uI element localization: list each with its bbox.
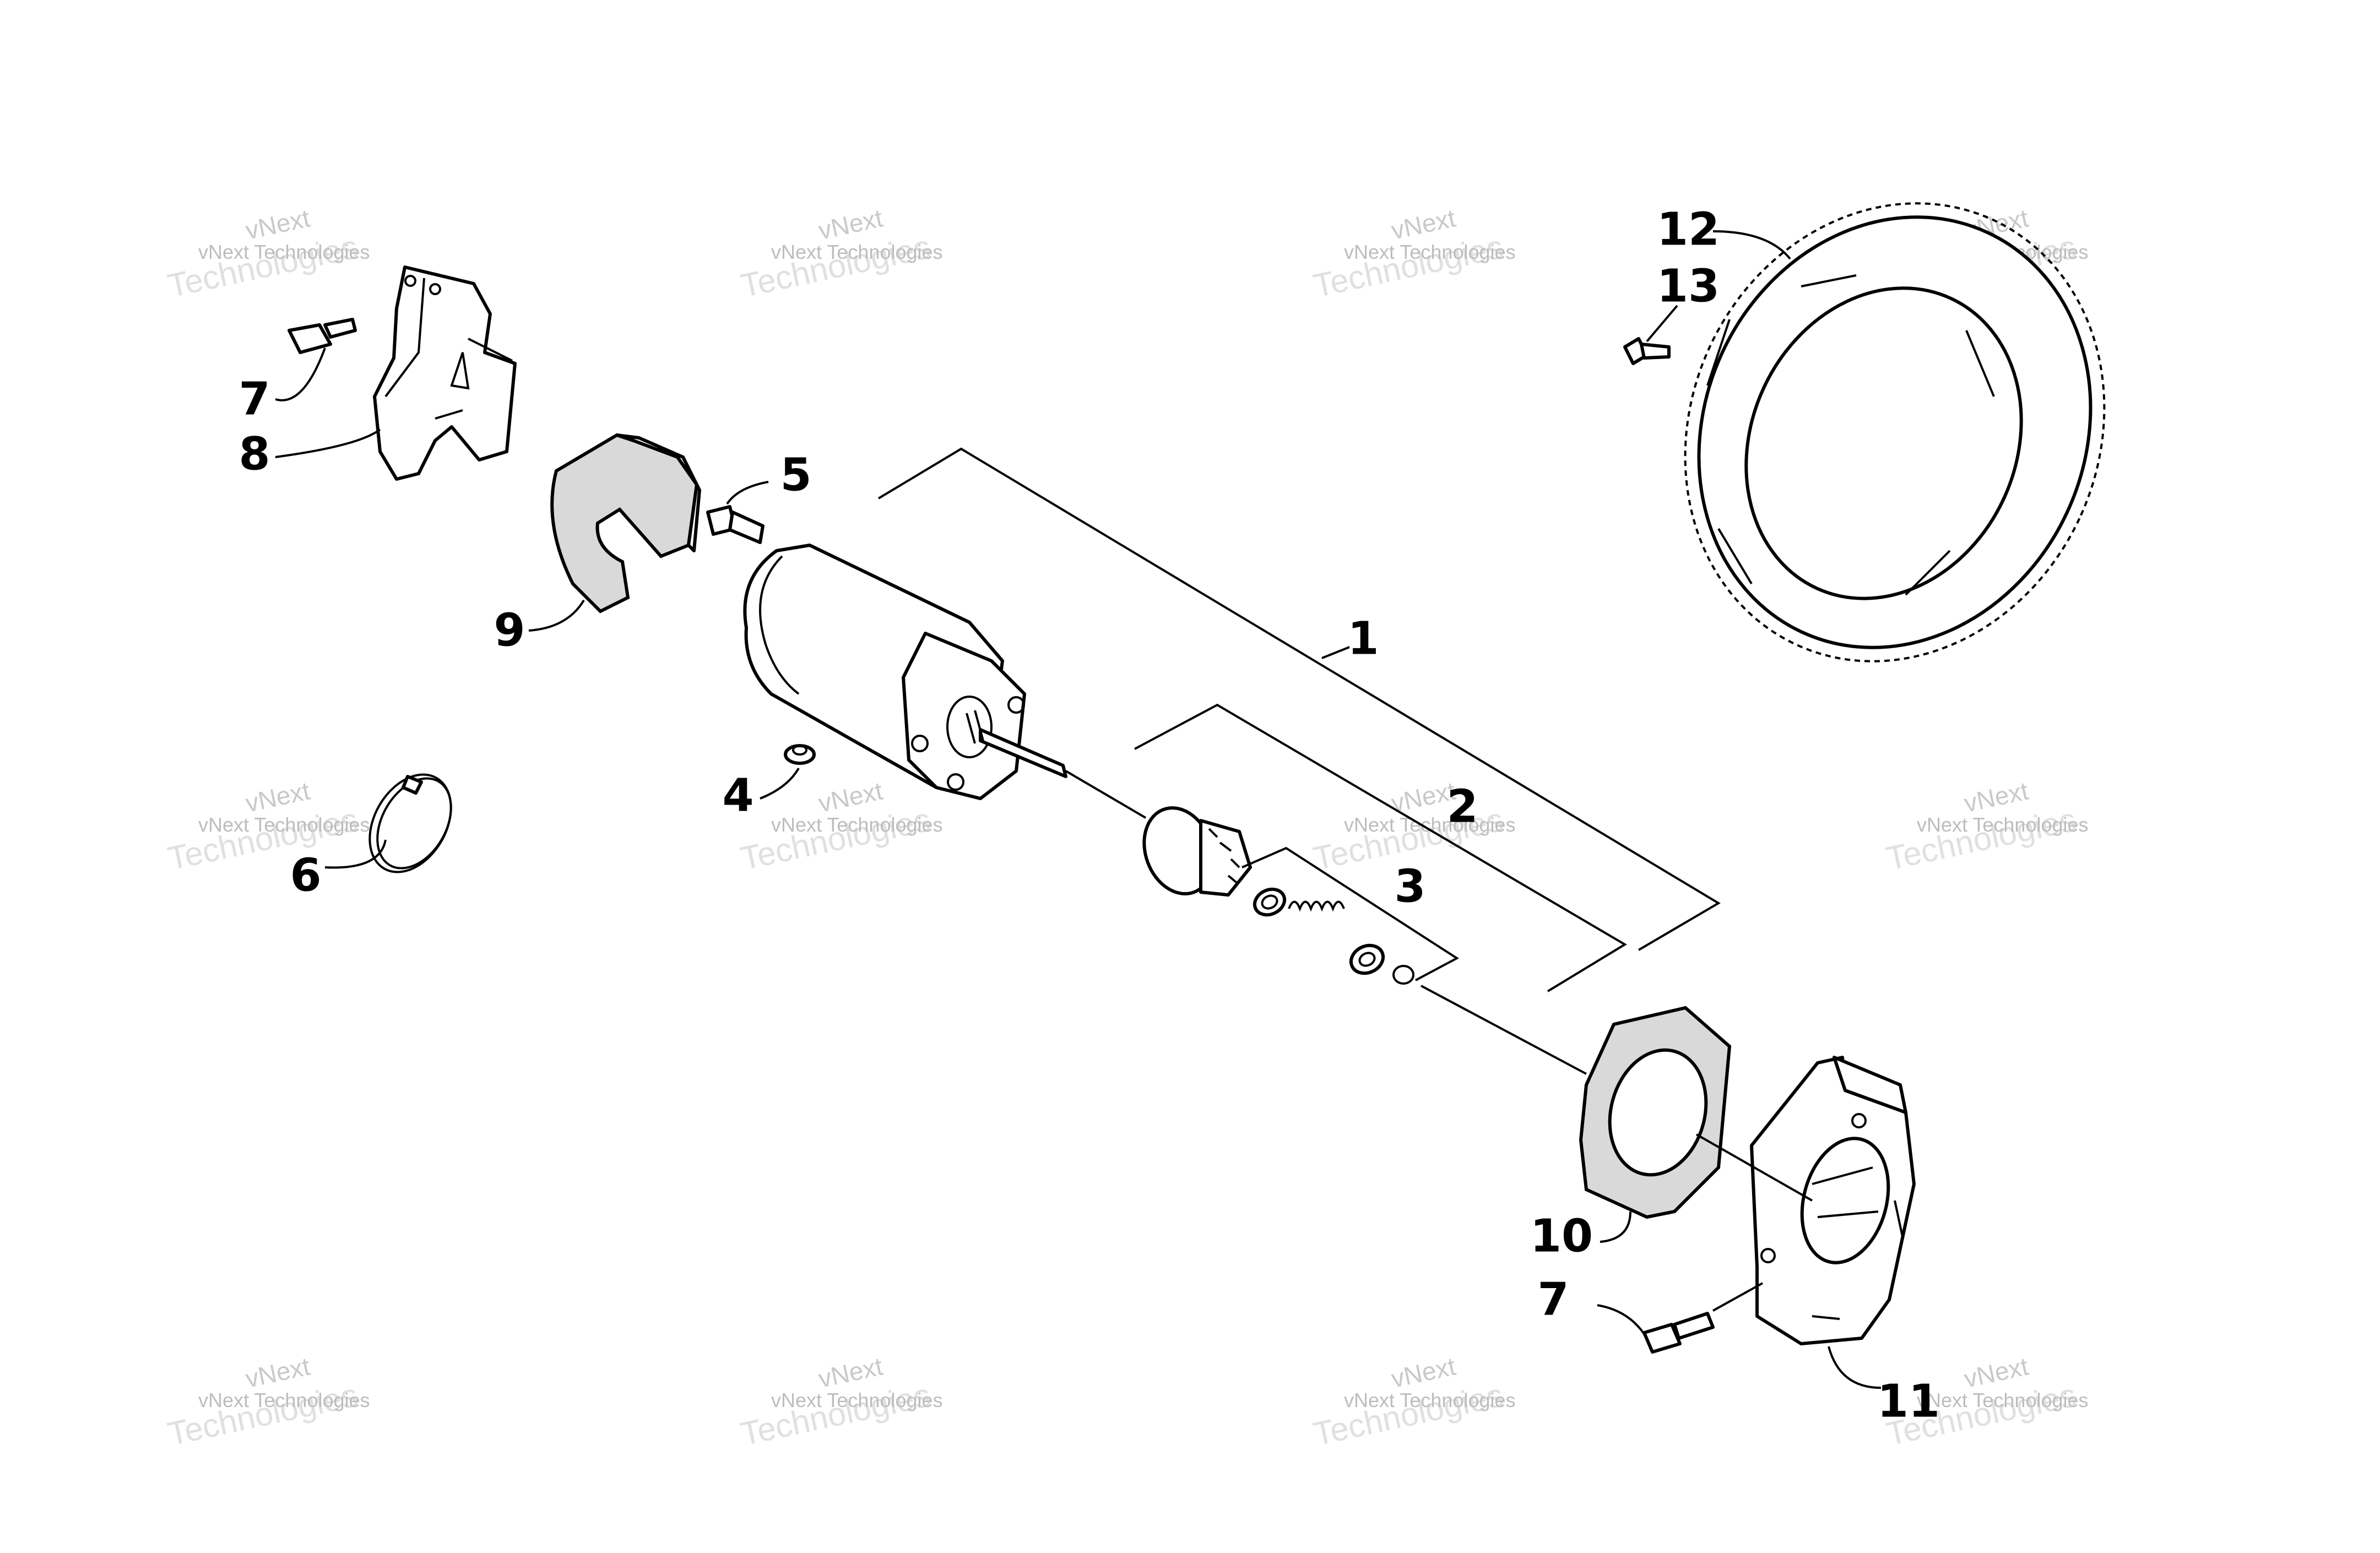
screw-part-5 bbox=[706, 505, 765, 544]
hose-clamp-part-6 bbox=[368, 773, 452, 873]
starter-motor-part-1 bbox=[743, 544, 1067, 800]
watermark-caption: vNext Technologies bbox=[198, 241, 370, 263]
watermark-caption: vNext Technologies bbox=[198, 1389, 370, 1411]
watermark-caption: vNext Technologies bbox=[1917, 1389, 2089, 1411]
callout-1: 1 bbox=[1347, 612, 1379, 665]
callout-2: 2 bbox=[1446, 780, 1478, 833]
callout-13: 13 bbox=[1657, 260, 1720, 312]
leader-lines bbox=[275, 230, 1882, 1389]
bolt-part-7-top bbox=[288, 318, 357, 354]
watermark-caption: vNext Technologies bbox=[1344, 1389, 1516, 1411]
mounting-bracket-part-8 bbox=[373, 265, 517, 481]
callout-11: 11 bbox=[1877, 1375, 1940, 1427]
callout-5: 5 bbox=[780, 449, 811, 501]
callout-7b: 7 bbox=[1537, 1273, 1569, 1326]
grommet-part-4 bbox=[784, 744, 816, 765]
callout-labels: 1 2 3 4 5 6 7 8 9 10 7 11 12 13 bbox=[238, 203, 1940, 1427]
watermark-caption: vNext Technologies bbox=[771, 1389, 943, 1411]
drive-pinion-part-2 bbox=[1142, 806, 1252, 897]
bolt-part-7-bottom bbox=[1642, 1312, 1715, 1354]
watermark-caption: vNext Technologies bbox=[771, 241, 943, 263]
watermark-caption: vNext Technologies bbox=[771, 813, 943, 836]
callout-9: 9 bbox=[494, 604, 525, 656]
foam-gasket-part-10 bbox=[1579, 1006, 1732, 1219]
callout-10: 10 bbox=[1530, 1210, 1593, 1262]
ring-gear-part-12 bbox=[1684, 202, 2106, 663]
callout-6: 6 bbox=[290, 849, 321, 902]
callout-12: 12 bbox=[1657, 203, 1720, 256]
foam-pad-part-9 bbox=[550, 433, 701, 613]
callout-8: 8 bbox=[238, 428, 270, 480]
assembly-brackets bbox=[877, 447, 1721, 992]
watermark-caption: vNext Technologies bbox=[198, 813, 370, 836]
callout-7: 7 bbox=[238, 373, 270, 425]
screw-part-13 bbox=[1623, 337, 1671, 365]
spring-assembly-part-3 bbox=[1253, 887, 1414, 985]
watermark-caption: vNext Technologies bbox=[1344, 241, 1516, 263]
watermark-caption: vNext Technologies bbox=[1344, 813, 1516, 836]
callout-3: 3 bbox=[1394, 860, 1425, 913]
callout-4: 4 bbox=[722, 769, 753, 822]
watermark-caption: vNext Technologies bbox=[1917, 813, 2089, 836]
mounting-plate-part-11 bbox=[1750, 1056, 1916, 1345]
